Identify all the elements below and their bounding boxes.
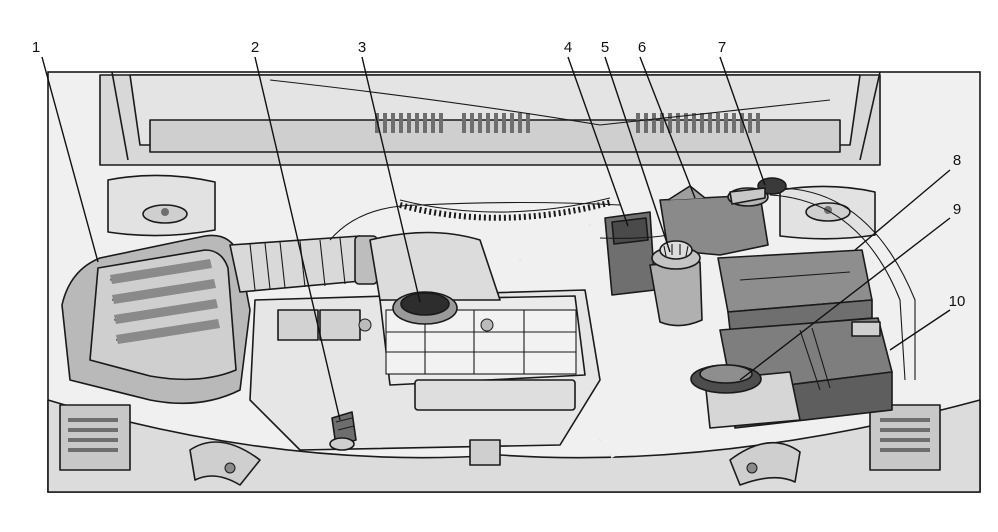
engine-oil-fill-cap	[392, 291, 458, 325]
leader-line-7	[719, 56, 766, 186]
brake-fluid-reservoir	[599, 211, 691, 296]
callout-6: 6	[638, 39, 646, 56]
callout-4: 4	[564, 39, 572, 56]
callout-leaders	[41, 56, 951, 421]
coolant-pressure-cap	[729, 177, 787, 205]
leader-line-4	[567, 56, 629, 227]
callout-1: 1	[32, 39, 40, 56]
callout-3: 3	[358, 39, 366, 56]
callout-10: 10	[949, 293, 966, 310]
leader-line-3	[361, 56, 421, 303]
underhood-fuse-block	[717, 249, 873, 331]
leader-line-10	[889, 309, 951, 351]
air-cleaner-housing	[61, 234, 251, 405]
windshield-washer-fluid-reservoir	[690, 364, 801, 429]
intake-duct	[229, 235, 378, 293]
leader-line-8	[854, 169, 951, 251]
engine-oil-dipstick	[329, 411, 357, 451]
callout-8: 8	[953, 152, 961, 169]
power-steering-fluid-reservoir	[649, 240, 703, 327]
leader-line-2	[254, 56, 341, 421]
leader-line-6	[639, 56, 696, 199]
callout-9: 9	[953, 201, 961, 218]
leader-line-5	[604, 56, 671, 253]
leader-line-1	[41, 56, 99, 263]
leader-line-9	[739, 217, 951, 381]
callout-numbers: 1 2 3 4 5 6 7 8 9 10	[32, 39, 966, 310]
callout-5: 5	[601, 39, 609, 56]
callout-2: 2	[251, 39, 259, 56]
callout-7: 7	[718, 39, 726, 56]
